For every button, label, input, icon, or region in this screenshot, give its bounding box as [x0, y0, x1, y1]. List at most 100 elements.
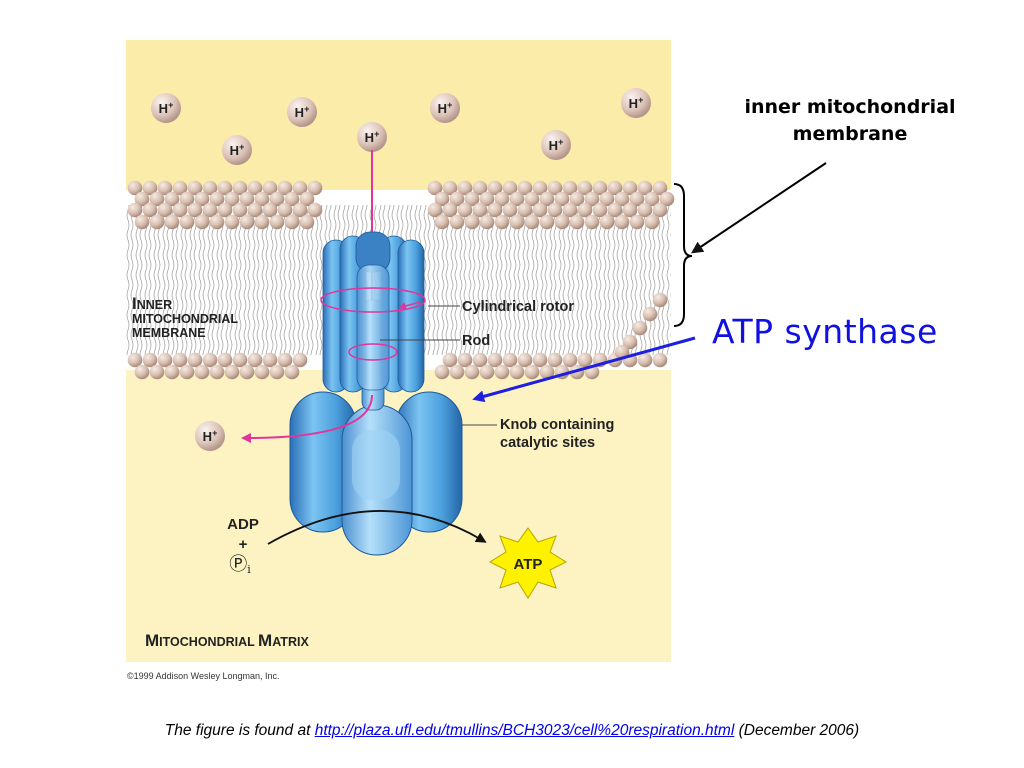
lipid-head — [239, 364, 255, 380]
lipid-head — [457, 202, 473, 218]
lipid-head — [299, 191, 315, 207]
proton-bubble: H+ — [621, 88, 651, 118]
intermembrane-space — [126, 40, 671, 200]
lipid-head — [622, 202, 638, 218]
lipid-head — [149, 364, 165, 380]
lipid-head — [292, 352, 308, 368]
lipid-head — [442, 202, 458, 218]
lipid-head — [217, 180, 233, 196]
lipid-head — [134, 191, 150, 207]
knob-label-line2: catalytic sites — [500, 435, 595, 451]
proton-label: H+ — [230, 142, 245, 158]
lipid-head — [269, 214, 285, 230]
lipid-head — [502, 352, 518, 368]
lipid-head — [629, 214, 645, 230]
proton-label: H+ — [365, 129, 380, 145]
lipid-head — [509, 214, 525, 230]
lipid-head — [517, 352, 533, 368]
lipid-heads — [127, 180, 675, 380]
lipid-head — [434, 364, 450, 380]
lipid-head — [652, 202, 668, 218]
lipid-head — [239, 191, 255, 207]
proton-bubble: H+ — [151, 93, 181, 123]
lipid-head — [187, 202, 203, 218]
lipid-head — [134, 214, 150, 230]
lipid-head — [427, 180, 443, 196]
lipid-head — [629, 191, 645, 207]
lipid-head — [202, 352, 218, 368]
lipid-head — [509, 364, 525, 380]
proton-circle — [151, 93, 181, 123]
lipid-head — [539, 364, 555, 380]
lipid-head — [539, 214, 555, 230]
lipid-head — [142, 180, 158, 196]
atp-synthase-annotation: ATP synthase — [712, 312, 938, 351]
lipid-head — [644, 191, 660, 207]
lipid-head — [142, 202, 158, 218]
lipid-head — [569, 191, 585, 207]
lipid-head — [659, 191, 675, 207]
proton-bubble: H+ — [430, 93, 460, 123]
lipid-head — [562, 202, 578, 218]
lipid-head — [224, 191, 240, 207]
plus-label: + — [239, 536, 248, 553]
proton-bubble: H+ — [541, 130, 571, 160]
lipid-head — [562, 180, 578, 196]
inner-membrane-annotation-line2: membrane — [792, 123, 908, 145]
lipid-head — [262, 180, 278, 196]
proton-circle — [195, 421, 225, 451]
proton-label: H+ — [549, 137, 564, 153]
lipid-head — [127, 352, 143, 368]
lipid-head — [479, 214, 495, 230]
lipid-head — [269, 191, 285, 207]
lipid-head — [284, 364, 300, 380]
lipid-head — [292, 202, 308, 218]
lipid-head — [232, 352, 248, 368]
lipid-head — [172, 202, 188, 218]
lipid-head — [254, 364, 270, 380]
lipid-head — [269, 364, 285, 380]
lipid-head — [247, 352, 263, 368]
lipid-head — [254, 214, 270, 230]
lipid-head — [217, 202, 233, 218]
lipid-head — [449, 364, 465, 380]
lipid-head — [164, 191, 180, 207]
lipid-head — [614, 191, 630, 207]
rotor-label: Cylindrical rotor — [462, 299, 574, 315]
lipid-head — [524, 214, 540, 230]
lipid-head — [642, 306, 658, 322]
lipid-head — [247, 180, 263, 196]
proton-circle — [357, 122, 387, 152]
lipid-head — [299, 214, 315, 230]
lipid-head — [517, 202, 533, 218]
lipid-head — [277, 180, 293, 196]
lipid-head — [577, 202, 593, 218]
lipid-head — [637, 202, 653, 218]
lipid-head — [622, 180, 638, 196]
lipid-head — [652, 180, 668, 196]
lipid-head — [262, 352, 278, 368]
lipid-head — [149, 214, 165, 230]
inner-membrane-annotation-line1: inner mitochondrial — [744, 96, 956, 118]
lipid-head — [157, 180, 173, 196]
lipid-head — [637, 352, 653, 368]
lipid-head — [472, 202, 488, 218]
lipid-head — [502, 180, 518, 196]
source-link[interactable]: http://plaza.ufl.edu/tmullins/BCH3023/ce… — [314, 722, 735, 739]
proton-circle — [621, 88, 651, 118]
rod-label: Rod — [462, 333, 490, 349]
proton-circle — [430, 93, 460, 123]
lipid-head — [434, 214, 450, 230]
lipid-head — [614, 214, 630, 230]
lipid-head — [622, 334, 638, 350]
lipid-head — [449, 214, 465, 230]
proton-circle — [287, 97, 317, 127]
lipid-head — [164, 214, 180, 230]
lipid-head — [277, 352, 293, 368]
lipid-head — [449, 191, 465, 207]
lipid-head — [599, 191, 615, 207]
lipid-head — [209, 191, 225, 207]
lipid-head — [652, 352, 668, 368]
lipid-head — [524, 191, 540, 207]
lipid-head — [532, 180, 548, 196]
